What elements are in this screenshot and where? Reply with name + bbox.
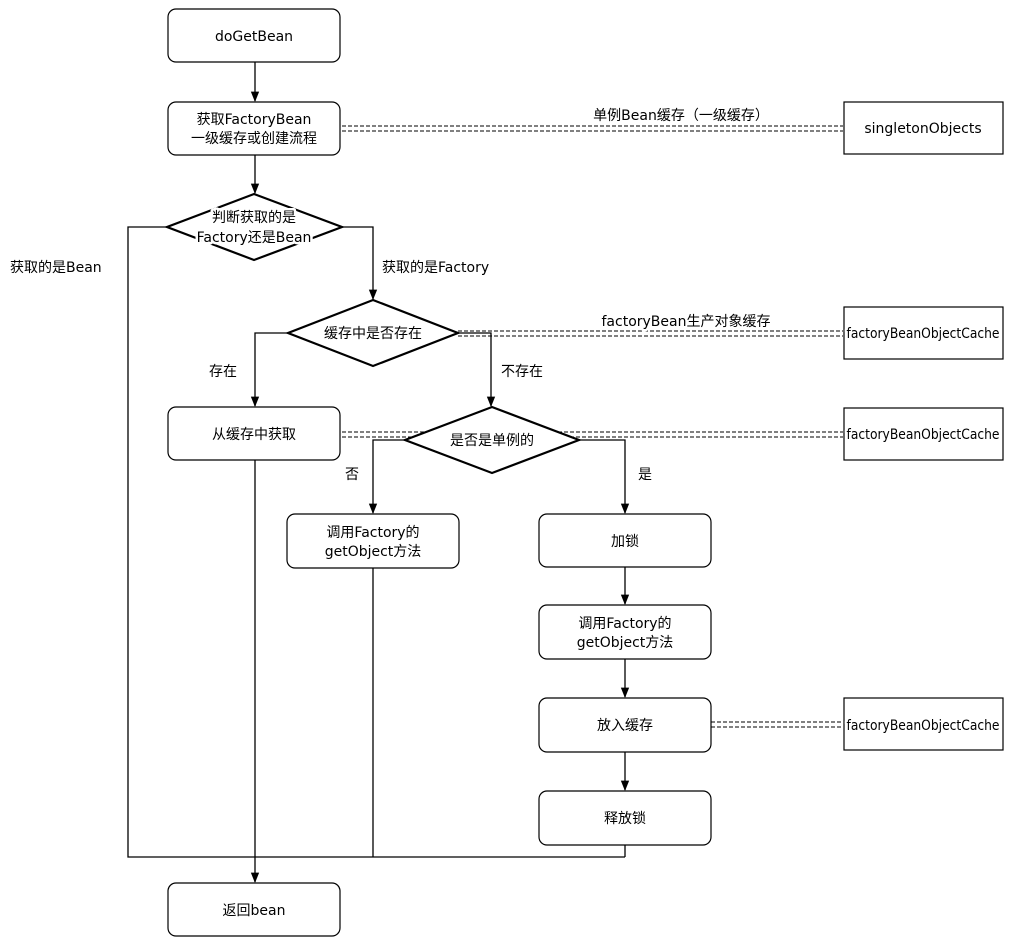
node-put-cache: 放入缓存	[538, 697, 712, 753]
node-return-bean: 返回bean	[167, 882, 341, 937]
edge-label-is-bean: 获取的是Bean	[10, 260, 102, 276]
node-from-cache-label: 从缓存中获取	[212, 427, 296, 443]
decision-check-cache-label: 缓存中是否存在	[324, 326, 422, 342]
dashed-link-cache-2	[342, 431, 843, 438]
side-box-cache-2: factoryBeanObjectCache	[843, 407, 1004, 461]
decision-check-cache: 缓存中是否存在	[284, 298, 462, 368]
node-start-label: doGetBean	[215, 29, 293, 45]
node-lock: 加锁	[538, 513, 712, 568]
dashed-link-cache-1	[458, 330, 843, 337]
node-unlock-label: 释放锁	[604, 811, 646, 827]
edges	[127, 62, 843, 884]
decision-check-singleton: 是否是单例的	[401, 405, 583, 475]
side-box-singleton-objects: singletonObjects	[843, 101, 1004, 155]
edge-label-is-factory: 获取的是Factory	[382, 260, 489, 276]
edge-yes-branch	[579, 439, 630, 515]
edge-label-factory-object-cache: factoryBean生产对象缓存	[602, 314, 771, 330]
node-get-factory-bean: 获取FactoryBean 一级缓存或创建流程	[167, 101, 341, 156]
dashed-link-cache-3	[711, 721, 843, 728]
node-put-cache-label: 放入缓存	[597, 718, 653, 734]
edge-exists-branch	[250, 332, 288, 408]
side-box-cache-1: factoryBeanObjectCache	[843, 306, 1004, 360]
node-return-bean-label: 返回bean	[223, 903, 286, 919]
edge-label-no: 否	[345, 467, 359, 483]
node-call-get-object-right-line1: 调用Factory的	[578, 616, 671, 632]
node-start: doGetBean	[167, 8, 341, 63]
node-lock-label: 加锁	[611, 534, 639, 550]
node-get-factory-bean-line1: 获取FactoryBean	[197, 112, 312, 128]
node-from-cache: 从缓存中获取	[167, 406, 341, 461]
side-box-cache-1-label: factoryBeanObjectCache	[847, 326, 1000, 342]
decision-check-type-line2: Factory还是Bean	[197, 230, 312, 246]
node-call-get-object-left-line2: getObject方法	[325, 544, 422, 560]
side-box-cache-3-label: factoryBeanObjectCache	[847, 718, 1000, 734]
node-unlock: 释放锁	[538, 790, 712, 846]
side-box-singleton-objects-label: singletonObjects	[864, 121, 981, 137]
node-call-get-object-left-line1: 调用Factory的	[326, 525, 419, 541]
node-call-get-object-left: 调用Factory的 getObject方法	[286, 513, 460, 569]
side-box-cache-3: factoryBeanObjectCache	[843, 697, 1004, 751]
edge-bean-branch	[127, 226, 625, 858]
side-box-cache-2-label: factoryBeanObjectCache	[847, 427, 1000, 443]
edge-label-not-exists: 不存在	[501, 364, 543, 380]
node-get-factory-bean-line2: 一级缓存或创建流程	[191, 131, 317, 147]
decision-check-type-line1: 判断获取的是	[212, 210, 296, 226]
edge-label-yes: 是	[638, 467, 652, 483]
edge-label-exists: 存在	[209, 364, 237, 380]
edge-not-exists-branch	[458, 332, 496, 408]
edge-no-branch	[368, 439, 405, 515]
edge-label-singleton-cache: 单例Bean缓存（一级缓存）	[593, 108, 769, 124]
dashed-link-singleton	[342, 125, 843, 132]
decision-check-type: 判断获取的是 Factory还是Bean	[163, 192, 346, 262]
node-call-get-object-right: 调用Factory的 getObject方法	[538, 604, 712, 660]
edge-factory-branch	[342, 226, 378, 301]
node-call-get-object-right-line2: getObject方法	[577, 635, 674, 651]
decision-check-singleton-label: 是否是单例的	[450, 433, 534, 449]
